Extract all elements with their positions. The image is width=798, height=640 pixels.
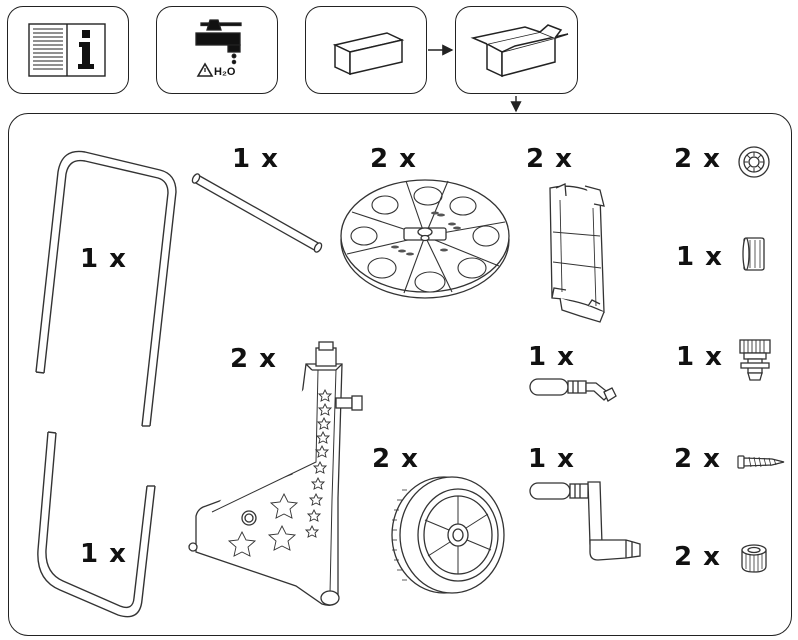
qty-crank-handle: 1 x [528,444,575,474]
qty-wheel: 2 x [372,444,419,474]
wheel-icon [391,476,505,594]
u-frame-tube-icon [35,150,177,427]
qty-cap-nut: 1 x [676,242,723,272]
water-tap-icon [195,19,242,77]
drum-segment-icon [549,183,605,323]
hub-cap-icon [741,544,767,573]
qty-hose-connector: 1 x [528,342,575,372]
hose-connector-icon [529,378,617,402]
water-label: H₂O [214,66,236,78]
tap-adapter-icon [739,339,771,381]
cap-nut-icon [742,237,765,271]
qty-u-frame-bottom: 1 x [80,539,127,569]
closed-box-icon [332,32,405,76]
qty-reel-disc: 2 x [370,144,417,174]
manual-info-icon [28,23,106,77]
open-box-icon [470,24,569,78]
qty-side-frame: 2 x [230,344,277,374]
qty-u-frame-top: 1 x [80,244,127,274]
qty-drum-segment: 2 x [526,144,573,174]
side-frame-icon [188,341,363,606]
qty-washer: 2 x [674,144,721,174]
qty-axle-rod: 1 x [232,144,279,174]
crank-handle-icon [529,481,641,561]
qty-screw: 2 x [674,444,721,474]
axle-rod-icon [191,173,323,253]
u-frame-base-icon [37,431,156,618]
qty-hub-cap: 2 x [674,542,721,572]
reel-disc-icon [340,179,510,299]
screw-icon [737,455,785,469]
qty-tap-adapter: 1 x [676,342,723,372]
washer-icon [738,146,770,178]
